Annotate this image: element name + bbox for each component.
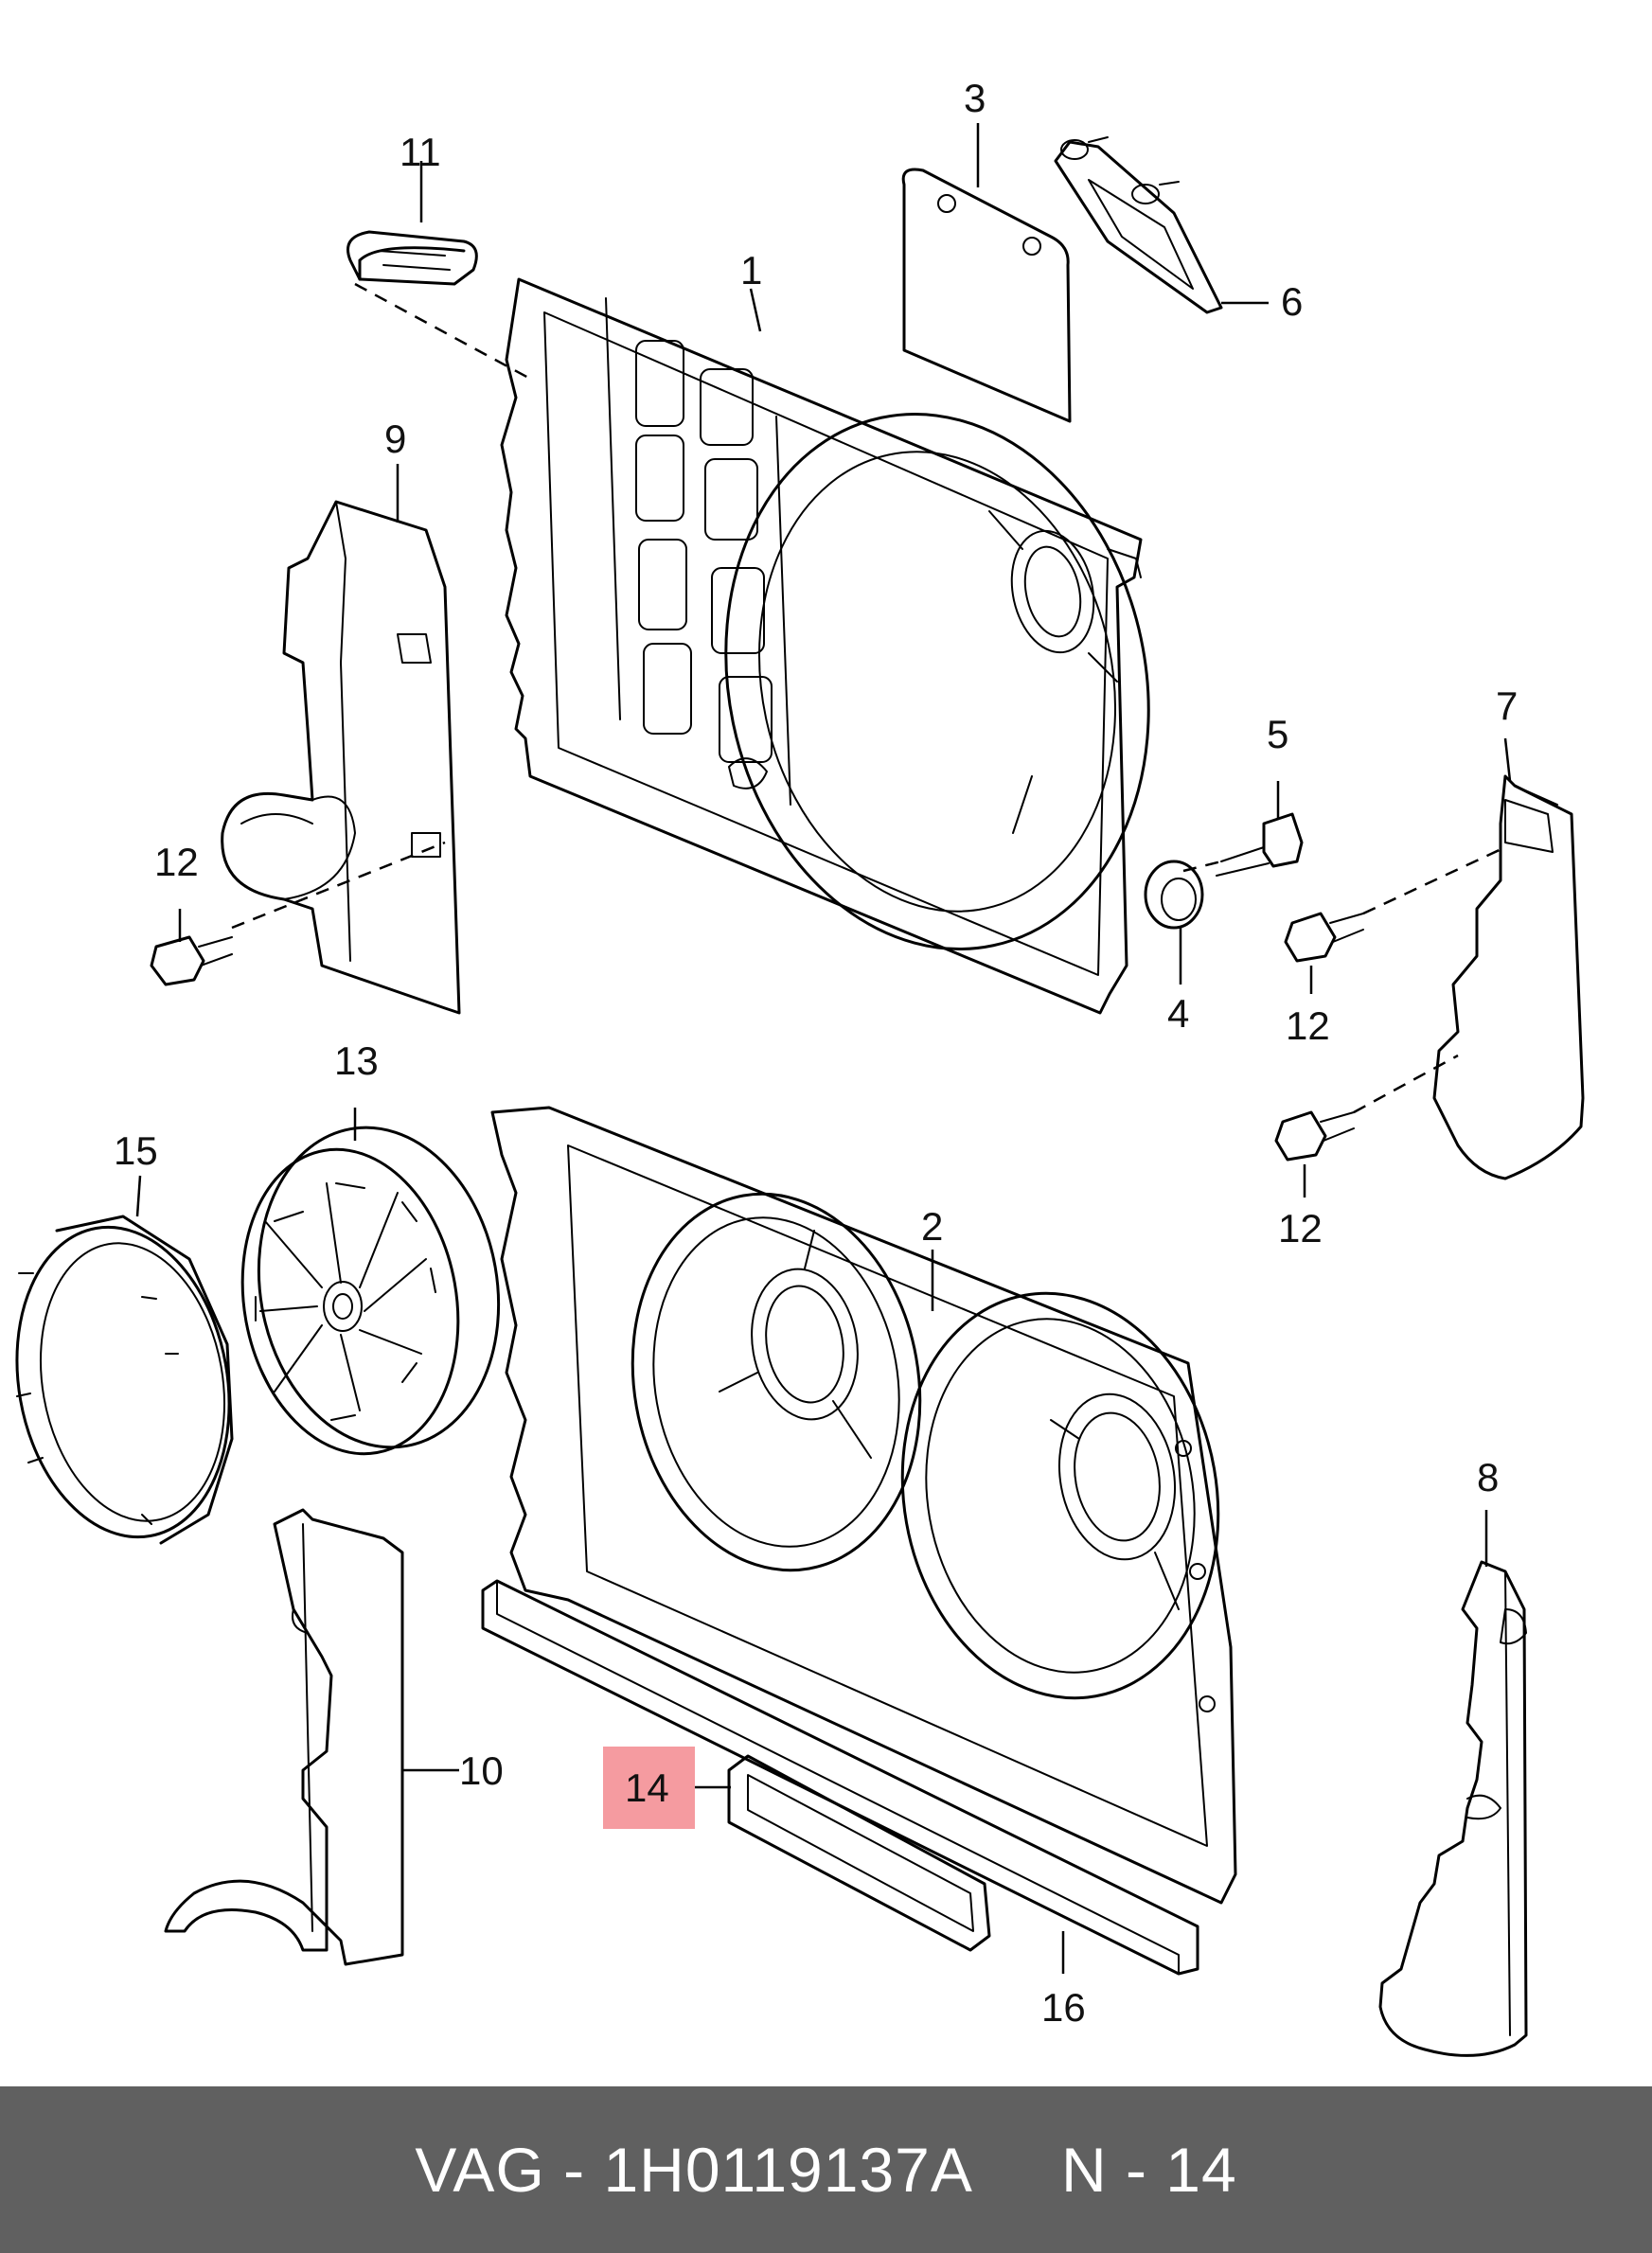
callout-12a: 12 <box>154 840 199 884</box>
callout-8: 8 <box>1477 1455 1499 1499</box>
callout-16: 16 <box>1041 1985 1086 2030</box>
part-13-fan <box>240 1126 501 1456</box>
callout-9: 9 <box>384 417 406 461</box>
leader-lines <box>135 123 1512 1974</box>
callout-13: 13 <box>334 1038 379 1083</box>
callout-labels: 1 2 3 4 5 6 7 8 9 10 11 12 12 12 13 14 1… <box>114 76 1518 2030</box>
part-15-motor-ring <box>15 1215 234 1545</box>
part-5-screw <box>1216 812 1304 877</box>
part-info-text: VAG - 1H0119137A N - 14 <box>415 2135 1237 2205</box>
brand-label: VAG <box>415 2135 545 2205</box>
callout-15: 15 <box>114 1128 158 1173</box>
part-2-twin-fan-shroud <box>490 1106 1237 1905</box>
part-12-screw-left <box>150 935 233 986</box>
callout-2: 2 <box>921 1204 943 1249</box>
assembly-lines <box>231 282 1506 1114</box>
part-3-cover-plate <box>901 168 1072 423</box>
callout-6: 6 <box>1281 279 1303 324</box>
part-14-seal-frame <box>727 1754 991 1952</box>
callout-7: 7 <box>1496 683 1518 728</box>
exploded-parts-diagram: 1 2 3 4 5 6 7 8 9 10 11 12 12 12 13 14 1… <box>15 76 1585 2057</box>
part-11-foam-pad <box>346 230 478 286</box>
callout-10: 10 <box>459 1748 504 1793</box>
reference-label: N - 14 <box>1060 2135 1237 2205</box>
callout-14: 14 <box>625 1765 669 1810</box>
callout-1: 1 <box>740 248 762 293</box>
callout-12b: 12 <box>1286 1003 1330 1048</box>
part-9-air-duct <box>221 500 461 1015</box>
part-16-foam-strip <box>481 1579 1199 1976</box>
callout-12c: 12 <box>1278 1206 1323 1251</box>
part-10-air-duct <box>164 1508 404 1966</box>
parts-drawing: 1 2 3 4 5 6 7 8 9 10 11 12 12 12 13 14 1… <box>15 76 1585 2057</box>
part-12-screw-right-upper <box>1284 912 1364 963</box>
part-4-grommet <box>1144 860 1204 930</box>
callout-4: 4 <box>1167 991 1189 1036</box>
part-6-bracket <box>1054 136 1223 314</box>
callout-5: 5 <box>1267 712 1288 756</box>
part-number: 1H0119137A <box>603 2135 970 2205</box>
part-8-air-duct <box>1378 1560 1528 2057</box>
callout-11: 11 <box>400 130 441 174</box>
part-7-air-duct <box>1432 774 1585 1180</box>
part-1-fan-shroud <box>500 277 1150 1015</box>
callout-3: 3 <box>964 76 986 120</box>
part-info-footer: VAG - 1H0119137A N - 14 <box>0 2086 1652 2253</box>
highlight-box <box>603 1747 695 1829</box>
part-12-screw-right-lower <box>1274 1110 1355 1162</box>
